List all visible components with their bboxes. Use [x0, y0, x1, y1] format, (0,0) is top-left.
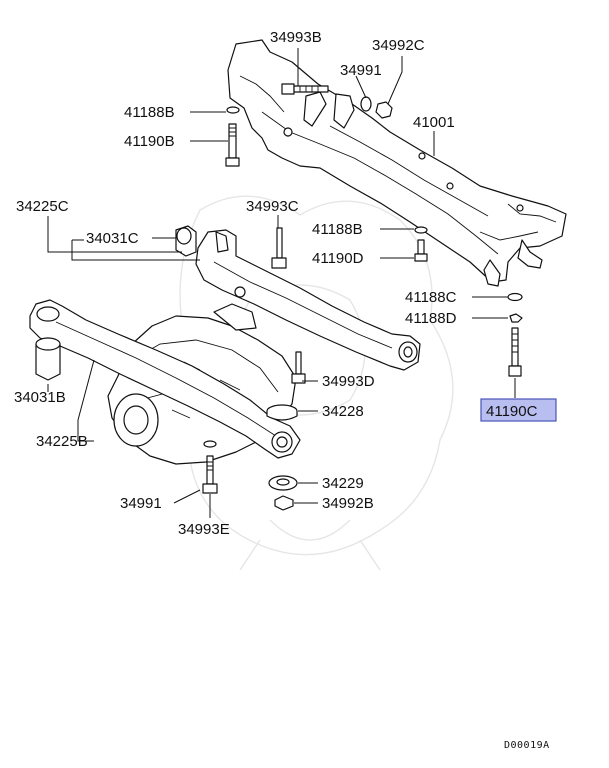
nut-34992B [274, 495, 294, 511]
bushing-34031B [35, 337, 61, 381]
label-34992B[interactable]: 34992B [322, 495, 374, 512]
bolt-41190D [414, 239, 428, 262]
diff-support-34225C [195, 229, 421, 371]
washer-41188C [507, 292, 523, 302]
bolt-34993B [281, 83, 329, 95]
bolt-34993C [271, 227, 287, 269]
label-34992C[interactable]: 34992C [372, 37, 425, 54]
leader-lines [47, 48, 516, 518]
bolt-34993D [291, 351, 306, 384]
nut-34992C [375, 101, 393, 119]
label-34229[interactable]: 34229 [322, 475, 364, 492]
label-41188C[interactable]: 41188C [405, 289, 457, 306]
label-34228[interactable]: 34228 [322, 403, 364, 420]
crossmember-41001 [227, 39, 567, 287]
label-34031C[interactable]: 34031C [86, 230, 139, 247]
label-41188D[interactable]: 41188D [405, 310, 457, 327]
washer-34991-top [360, 96, 372, 112]
washer-41188B-mid [414, 226, 428, 234]
bolt-34993E [202, 455, 218, 494]
stopper-34229 [268, 475, 298, 491]
label-34991-bottom[interactable]: 34991 [120, 495, 162, 512]
washer-41188B-top [226, 106, 240, 114]
label-41188B-top[interactable]: 41188B [124, 104, 175, 121]
label-34993C[interactable]: 34993C [246, 198, 299, 215]
label-41188B-mid[interactable]: 41188B [312, 221, 363, 238]
label-34225C[interactable]: 34225C [16, 198, 69, 215]
diff-support-34225B [29, 299, 301, 459]
bolt-41190B [225, 123, 240, 167]
label-41190D[interactable]: 41190D [312, 250, 364, 267]
bolt-41190C [508, 327, 522, 377]
label-41190C[interactable]: 41190C [486, 403, 538, 420]
label-34993B[interactable]: 34993B [270, 29, 322, 46]
bushing-34031C [175, 225, 197, 257]
washer-34991-bottom [203, 440, 217, 448]
label-34993E[interactable]: 34993E [178, 521, 230, 538]
washer-41188D [509, 313, 523, 323]
label-34031B[interactable]: 34031B [14, 389, 66, 406]
label-41190B[interactable]: 41190B [124, 133, 175, 150]
diagram-code: D00019A [504, 740, 550, 751]
stopper-34228 [266, 404, 298, 421]
label-41001[interactable]: 41001 [413, 114, 455, 131]
label-34225B[interactable]: 34225B [36, 433, 88, 450]
label-34991-top[interactable]: 34991 [340, 62, 382, 79]
label-34993D[interactable]: 34993D [322, 373, 375, 390]
highlight-41190C-box [480, 398, 557, 422]
